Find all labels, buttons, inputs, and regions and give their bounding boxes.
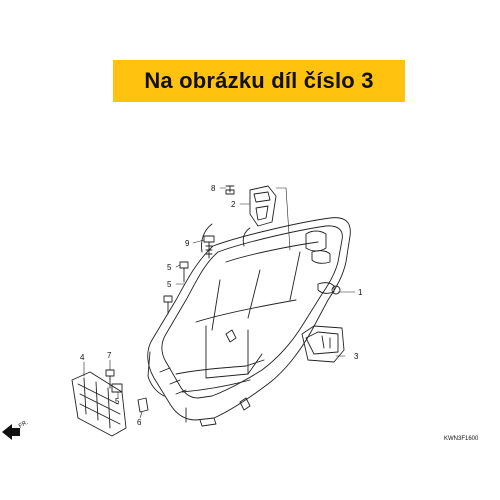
bolt-part-7 — [105, 369, 115, 389]
callout-4: 4 — [80, 353, 85, 362]
callout-9: 9 — [185, 239, 190, 248]
callout-5-upper: 5 — [167, 263, 172, 272]
bracket-part-3 — [301, 325, 345, 363]
callout-5-lower: 5 — [115, 397, 120, 406]
diagram-code: KWN3F1600 — [444, 436, 479, 442]
callout-3: 3 — [354, 352, 359, 361]
part-number-banner: Na obrázku díl číslo 3 — [113, 60, 405, 102]
callout-7: 7 — [107, 351, 112, 360]
callout-6: 6 — [137, 418, 142, 427]
banner-text: Na obrázku díl číslo 3 — [144, 68, 374, 93]
callout-5-middle: 5 — [167, 280, 172, 289]
bolt-part-8 — [225, 185, 235, 195]
clip-part-6 — [137, 397, 149, 413]
bolt-part-9 — [203, 235, 215, 259]
luggage-box-part — [147, 217, 351, 427]
callout-1: 1 — [358, 288, 363, 297]
front-direction-label: FR. — [18, 420, 30, 430]
callout-8: 8 — [211, 184, 216, 193]
cover-part-2 — [249, 185, 277, 227]
leader-lines — [83, 187, 356, 419]
bolt-part-5b — [163, 295, 173, 315]
callout-2: 2 — [231, 200, 236, 209]
front-direction-arrow-icon — [2, 424, 20, 440]
bolt-part-5a — [179, 261, 189, 283]
grille-part-4 — [71, 371, 127, 437]
nut-part-5c — [111, 383, 123, 393]
